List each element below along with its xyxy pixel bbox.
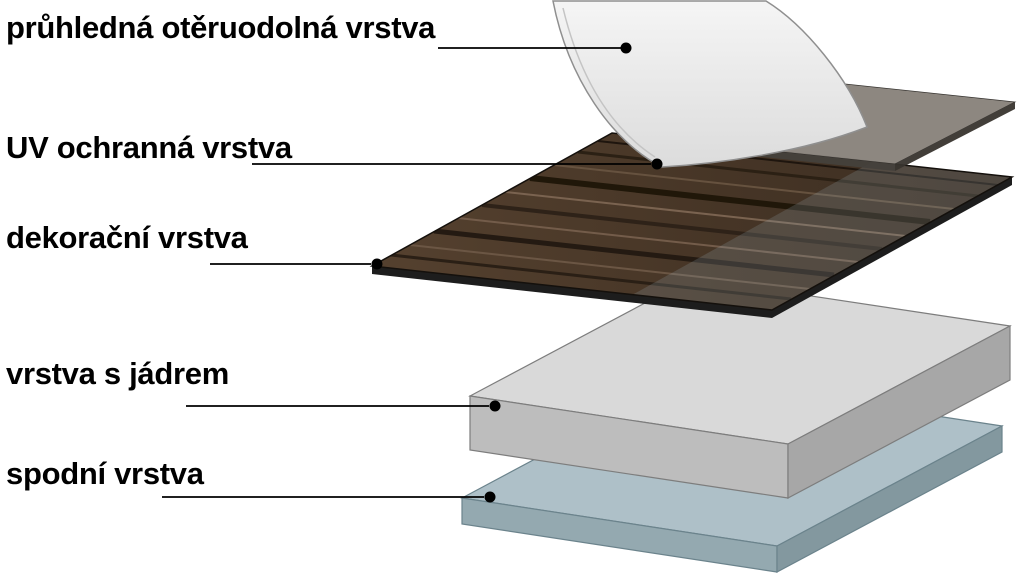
core-layer-shape [468,277,1012,499]
decor-layer-shape [369,132,1015,318]
transparent-sheet-body [552,0,868,168]
transparent-sheet-curl-highlight [562,7,656,158]
label-decorative-layer: dekorační vrstva [6,220,248,255]
uv-layer-side-face [895,102,1015,171]
transparent-sheet-shape [552,0,868,168]
decor-layer-front-edge [372,266,772,318]
decor-wood-texture [372,133,1012,310]
marker-dot-transparent-wear-layer [620,42,632,54]
leader-lines [162,47,651,498]
marker-dot-uv-protective-layer [651,158,663,170]
label-core-layer: vrstva s jádrem [6,356,229,391]
bottom-layer-side-face [776,425,1003,573]
marker-dots [371,42,663,503]
marker-dot-bottom-layer [484,491,496,503]
decor-layer-outline [369,132,1015,311]
decor-layer-side-edge [772,177,1012,318]
label-transparent-wear-layer: průhledná otěruodolná vrstva [6,10,436,45]
marker-dot-decorative-layer [371,258,383,270]
label-bottom-layer: spodní vrstva [6,456,204,491]
marker-dot-core-layer [489,400,501,412]
core-layer-side-face [787,325,1011,499]
label-uv-protective-layer: UV ochranná vrstva [6,130,292,165]
